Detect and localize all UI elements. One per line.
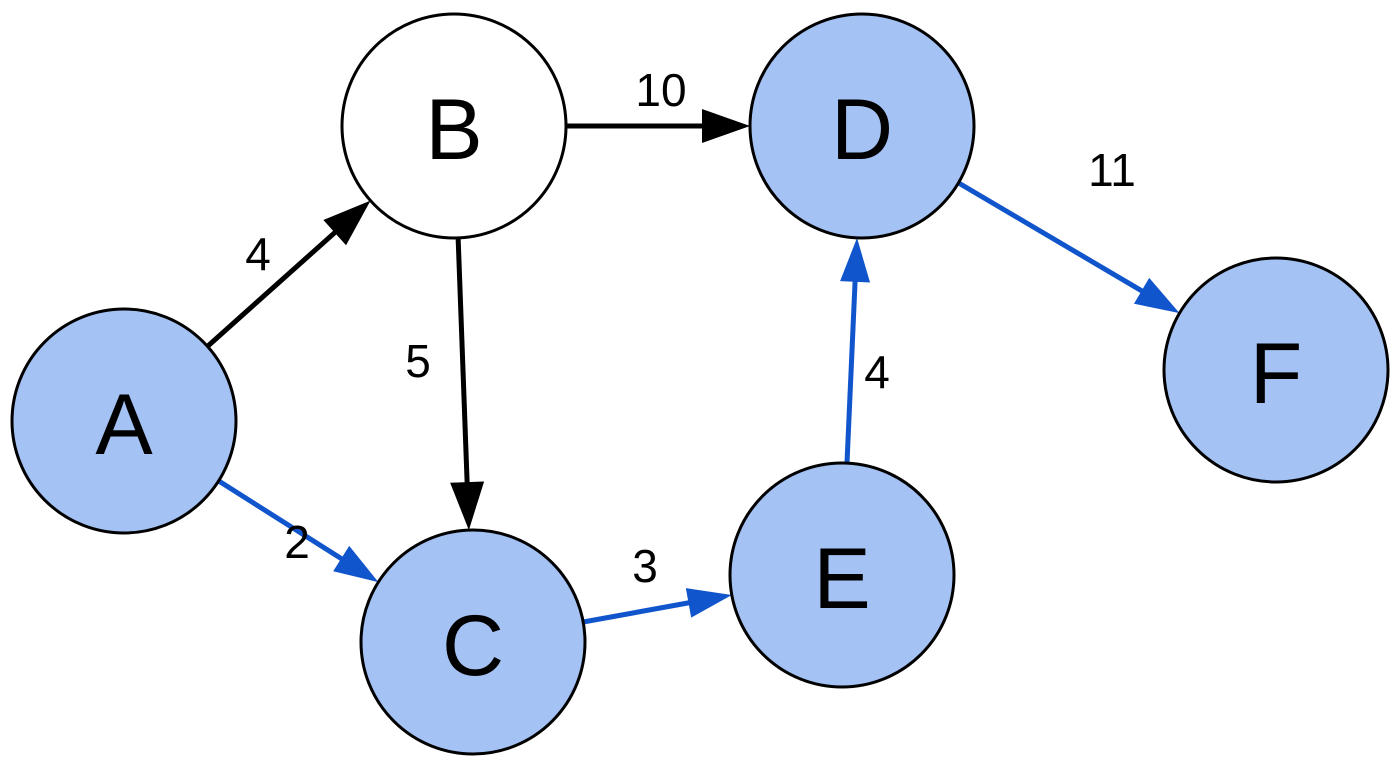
node-layer: A B C D E F — [10, 12, 1390, 756]
arrowhead — [1133, 277, 1180, 314]
node-label: B — [425, 82, 482, 178]
edge-c-e: 3 — [582, 540, 732, 625]
node-circle — [728, 461, 956, 689]
arrowhead — [702, 109, 750, 143]
node-circle — [1162, 256, 1390, 484]
edge-layer: 4 2 5 10 3 4 11 — [205, 64, 1180, 625]
edge-weight-label: 3 — [632, 540, 658, 592]
edge-weight-label: 4 — [245, 228, 271, 280]
node-label: A — [95, 377, 153, 473]
node-label: D — [831, 82, 893, 178]
edge-line — [455, 237, 470, 485]
edge-line — [217, 478, 345, 562]
node-a: A — [10, 307, 238, 535]
edge-line — [957, 180, 1145, 294]
node-circle — [340, 12, 568, 240]
node-label: E — [813, 531, 870, 627]
node-circle — [359, 528, 587, 756]
edge-b-c: 5 — [405, 237, 485, 531]
arrowhead — [840, 237, 871, 283]
edge-weight-label: 2 — [284, 516, 310, 568]
node-d: D — [748, 12, 976, 240]
edge-weight-label: 5 — [405, 335, 431, 387]
node-label: C — [442, 598, 504, 694]
edge-d-f: 11 — [957, 144, 1180, 314]
edge-line — [582, 600, 691, 625]
node-circle — [10, 307, 238, 535]
node-e: E — [728, 461, 956, 689]
edge-a-c: 2 — [217, 478, 379, 583]
edge-line — [205, 229, 338, 349]
edge-a-b: 4 — [205, 200, 371, 349]
edge-weight-label: 10 — [635, 64, 686, 116]
arrowhead — [685, 588, 732, 618]
edge-e-d: 4 — [840, 237, 890, 464]
arrowhead — [333, 545, 379, 583]
arrowhead — [450, 481, 485, 531]
node-b: B — [340, 12, 568, 240]
node-label: F — [1250, 326, 1303, 422]
edge-line — [844, 279, 858, 464]
edge-weight-label: 4 — [864, 346, 890, 398]
node-circle — [748, 12, 976, 240]
node-f: F — [1162, 256, 1390, 484]
edge-weight-label: 11 — [1088, 144, 1136, 196]
node-c: C — [359, 528, 587, 756]
arrowhead — [323, 200, 371, 246]
edge-b-d: 10 — [566, 64, 750, 143]
